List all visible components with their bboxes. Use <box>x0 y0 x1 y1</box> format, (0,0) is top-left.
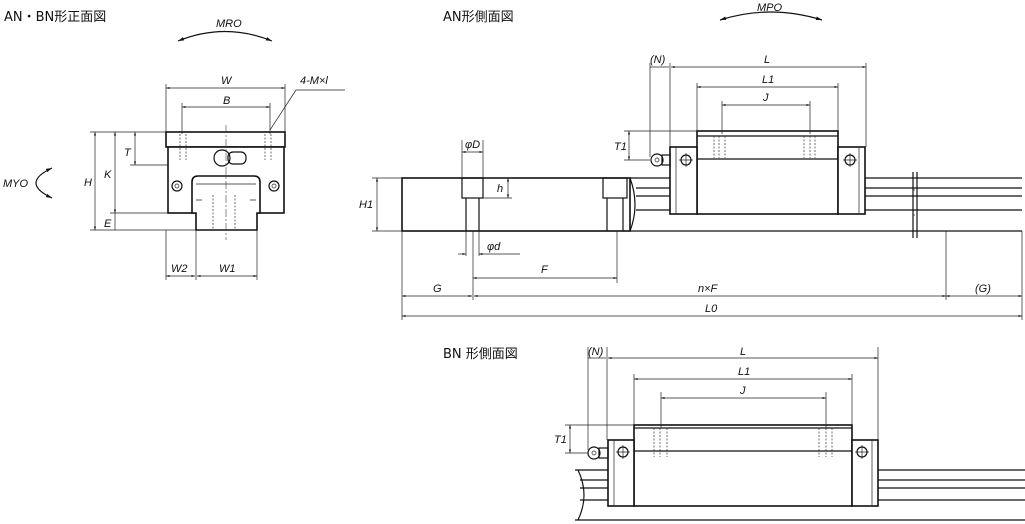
w-label: W <box>221 75 233 87</box>
bn-block-body <box>633 424 853 507</box>
l0-label: L0 <box>705 303 718 315</box>
bn-l1-label: L1 <box>738 366 750 378</box>
an-end-seal-left <box>669 146 698 215</box>
g-label: G <box>433 283 442 295</box>
mro-label: MRO <box>216 18 242 30</box>
bn-n-label: (N) <box>588 346 604 358</box>
f-label: F <box>541 264 549 276</box>
nxf-label: n×F <box>698 283 719 295</box>
mro-arrow-icon <box>177 30 273 42</box>
g-paren-label: (G) <box>975 283 991 295</box>
front-view-title: AN・BN形正面図 <box>4 10 106 25</box>
w1-label: W1 <box>219 263 236 275</box>
myo-arrow-icon <box>35 167 53 199</box>
an-grease-nipple-icon <box>650 153 664 167</box>
h1-label: H1 <box>359 199 373 211</box>
bn-end-plate-right <box>851 439 879 507</box>
front-screw-right <box>268 180 280 192</box>
e-label: E <box>104 218 112 230</box>
phi-d-big-label: φD <box>465 139 480 151</box>
an-side-view-title: AN形側面図 <box>443 10 514 25</box>
thread-label: 4-M×l <box>300 75 328 87</box>
an-rail-section <box>401 177 631 232</box>
bn-grease-nipple-icon <box>587 446 601 460</box>
h-small-label: h <box>497 183 503 195</box>
bn-side-view-title: BN 形側面図 <box>443 347 518 362</box>
front-view: MRO MYO W B 4-M×l H K T E W2 <box>3 18 345 280</box>
b-label: B <box>223 95 230 107</box>
an-side-view: MPO (N) L L1 J T1 <box>359 2 1023 320</box>
myo-label: MYO <box>3 178 29 190</box>
bn-j-label: J <box>739 385 746 397</box>
an-block-body <box>696 130 839 215</box>
bn-t1-label: T1 <box>554 434 567 446</box>
bn-l-label: L <box>740 346 746 358</box>
an-j-label: J <box>762 92 769 104</box>
an-l1-label: L1 <box>762 74 774 86</box>
an-l-label: L <box>764 54 770 66</box>
mpo-label: MPO <box>757 2 783 14</box>
bn-side-view: (N) L L1 J T1 <box>554 346 1025 521</box>
front-screw-left <box>171 180 183 192</box>
w2-label: W2 <box>171 263 188 275</box>
an-end-seal-right <box>837 146 866 215</box>
bn-end-plate-left <box>607 439 635 507</box>
an-n-label: (N) <box>650 54 666 66</box>
mpo-arrow-icon <box>719 11 823 21</box>
front-block-top <box>165 131 286 148</box>
grease-nipple-icon <box>213 149 231 167</box>
an-t1-label: T1 <box>614 141 627 153</box>
t-label: T <box>124 147 132 159</box>
h-label: H <box>84 177 92 189</box>
k-label: K <box>104 169 112 181</box>
phi-d-small-label: φd <box>487 241 501 253</box>
